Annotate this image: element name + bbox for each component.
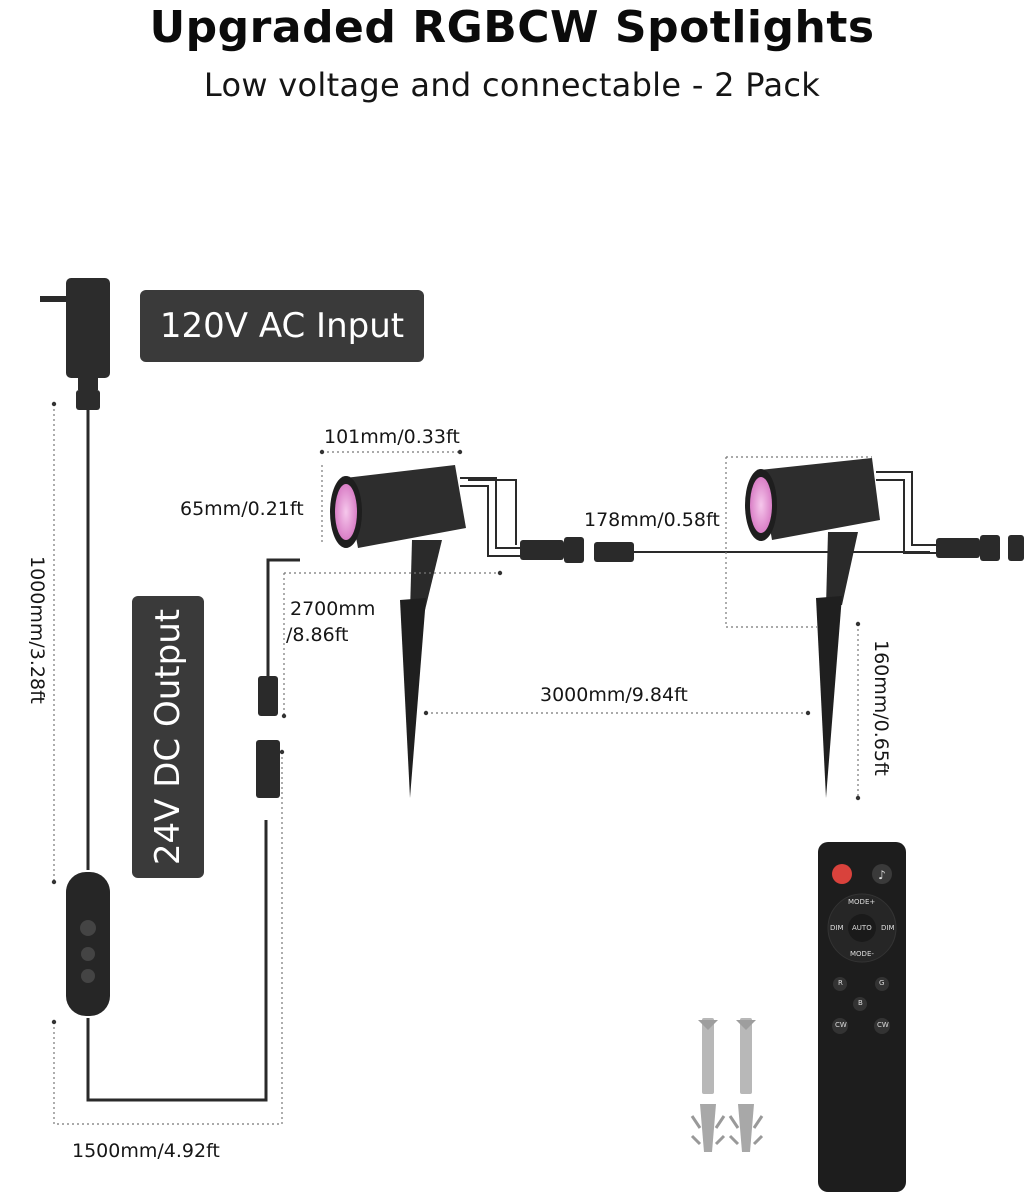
dimension-guides (53, 404, 872, 1125)
remote-dim-right: DIM (881, 924, 895, 932)
dc-output-text: 24V DC Output (148, 608, 189, 866)
remote-power-button (832, 864, 852, 884)
remote-cw-left: CW (835, 1021, 847, 1029)
dim-cord-1500: 1500mm/4.92ft (72, 1140, 220, 1162)
dim-cable-2700-ft: /8.86ft (286, 624, 349, 646)
remote-b: B (858, 999, 863, 1007)
inline-controller-icon (66, 872, 110, 1016)
dim-spacing-3000: 3000mm/9.84ft (540, 684, 688, 706)
remote-dim-left: DIM (830, 924, 844, 932)
screw-anchor-2-icon (728, 1018, 764, 1152)
spotlight-1-icon (330, 465, 584, 798)
page-title: Upgraded RGBCW Spotlights (149, 2, 875, 53)
connector-cable-icon (594, 542, 930, 562)
remote-auto: AUTO (852, 924, 872, 932)
remote-music-button (872, 864, 892, 884)
remote-mode-plus: MODE+ (848, 898, 876, 906)
dim-head-width: 101mm/0.33ft (324, 426, 460, 448)
dim-connector-178: 178mm/0.58ft (584, 509, 720, 531)
dim-cord-1000: 1000mm/3.28ft (26, 556, 48, 704)
remote-r: R (838, 979, 843, 987)
dc-connector-male-icon (258, 676, 278, 716)
dim-cable-2700: 2700mm (290, 598, 376, 620)
remote-cw-right: CW (877, 1021, 889, 1029)
screw-anchor-1-icon (690, 1018, 726, 1152)
remote-mode-minus: MODE- (850, 950, 874, 958)
ac-input-label: 120V AC Input (140, 290, 424, 362)
ac-input-text: 120V AC Input (159, 306, 405, 346)
dim-head-height: 65mm/0.21ft (180, 498, 304, 520)
dc-output-label: 24V DC Output (132, 596, 204, 878)
dc-connector-female-icon (256, 740, 280, 798)
dim-stake-160: 160mm/0.65ft (870, 640, 892, 776)
spotlight-2-icon (745, 458, 1024, 798)
dimension-endpoints (51, 401, 861, 1025)
power-adapter-icon (40, 278, 110, 410)
remote-g: G (879, 979, 885, 987)
svg-text:♪: ♪ (878, 868, 886, 882)
page-subtitle: Low voltage and connectable - 2 Pack (203, 66, 821, 104)
remote-control-icon: ♪ (818, 842, 906, 1192)
